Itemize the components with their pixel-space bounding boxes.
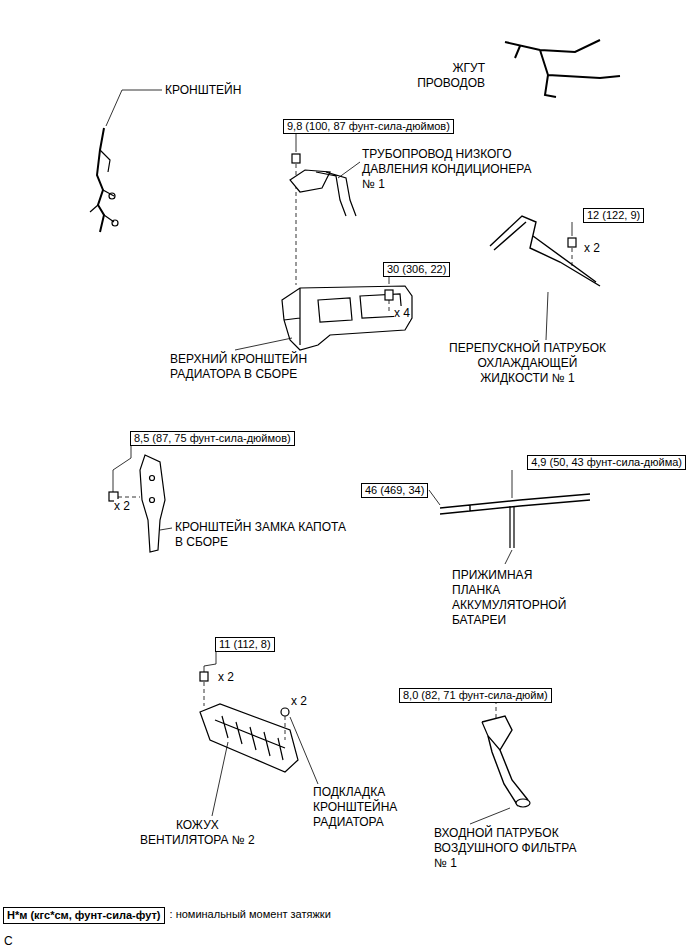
torque-box: 8,5 (87, 75 фунт-сила-дюймов) xyxy=(130,431,295,446)
part-name: ВЕРХНИЙ КРОНШТЕЙН РАДИАТОРА В СБОРЕ xyxy=(170,352,307,382)
torque-value: 30 (306, 22) xyxy=(387,263,446,275)
part-name: ПЕРЕПУСКНОЙ ПАТРУБОК ОХЛАЖДАЮЩЕЙ ЖИДКОСТ… xyxy=(449,341,606,386)
torque-value: 8,0 (82, 71 фунт-сила-дюйм) xyxy=(403,689,548,701)
torque-box: 11 (112, 8) xyxy=(215,637,275,652)
quantity-mark: x 2 xyxy=(218,670,234,685)
part-name: ЖГУТ ПРОВОДОВ xyxy=(417,61,485,91)
part-name: КОЖУХ ВЕНТИЛЯТОРА № 2 xyxy=(140,818,255,848)
torque-box: 9,8 (100, 87 фунт-сила-дюймов) xyxy=(283,119,454,134)
torque-value: 12 (122, 9) xyxy=(587,209,640,221)
part-name: ПОДКЛАДКА КРОНШТЕЙНА РАДИАТОРА xyxy=(313,785,397,830)
quantity-mark: C xyxy=(4,934,13,949)
torque-value: 4,9 (50, 43 фунт-сила-дюйма) xyxy=(531,456,682,468)
torque-value: 46 (469, 34) xyxy=(365,484,424,496)
quantity-mark: x 2 xyxy=(584,241,600,256)
torque-box: 12 (122, 9) xyxy=(583,208,644,223)
torque-box: 8,0 (82, 71 фунт-сила-дюйм) xyxy=(399,688,552,703)
quantity-mark: x 4 xyxy=(394,306,410,321)
torque-value: 8,5 (87, 75 фунт-сила-дюймов) xyxy=(134,432,291,444)
quantity-mark: x 2 xyxy=(291,694,307,709)
part-name: КРОНШТЕЙН xyxy=(165,83,241,98)
part-name: КРОНШТЕЙН ЗАМКА КАПОТА В СБОРЕ xyxy=(175,520,346,550)
quantity-mark: x 2 xyxy=(114,499,130,514)
part-name: ПРИЖИМНАЯ ПЛАНКА АККУМУЛЯТОРНОЙ БАТАРЕИ xyxy=(452,568,566,628)
legend-box: Н*м (кгс*см, фунт-сила-фут): номинальный… xyxy=(3,907,165,924)
unit-legend: Н*м (кгс*см, фунт-сила-фут) xyxy=(3,907,165,924)
torque-value: 11 (112, 8) xyxy=(219,638,271,650)
torque-box: 4,9 (50, 43 фунт-сила-дюйма) xyxy=(527,455,686,470)
part-name: ВХОДНОЙ ПАТРУБОК ВОЗДУШНОГО ФИЛЬТРА № 1 xyxy=(434,826,576,871)
legend-note: : номинальный момент затяжки xyxy=(165,908,331,921)
part-name: ТРУБОПРОВОД НИЗКОГО ДАВЛЕНИЯ КОНДИЦИОНЕР… xyxy=(362,147,532,192)
torque-box: 30 (306, 22) xyxy=(383,262,450,277)
torque-value: 9,8 (100, 87 фунт-сила-дюймов) xyxy=(287,120,450,132)
torque-box: 46 (469, 34) xyxy=(361,483,428,498)
